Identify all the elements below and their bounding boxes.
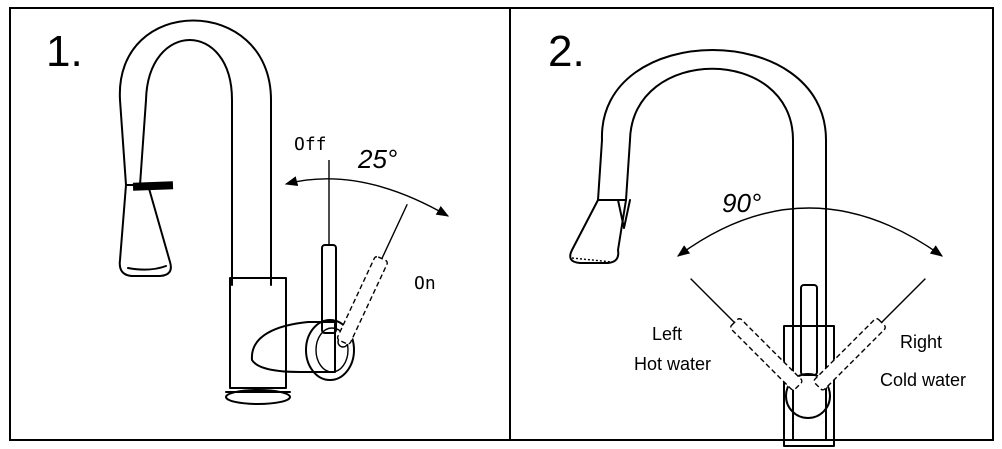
faucet-1-spout <box>118 19 272 286</box>
left-label: Left <box>652 324 682 344</box>
faucet-2-spout <box>569 49 827 441</box>
step-number-1: 1. <box>46 27 83 76</box>
faucet-1-handle-on <box>336 203 408 345</box>
step-number-2: 2. <box>548 27 585 76</box>
off-label: Off <box>294 134 327 155</box>
faucet-2-body <box>783 284 835 447</box>
cold-water-label: Cold water <box>880 370 966 390</box>
hot-water-label: Hot water <box>634 354 711 374</box>
faucet-2-handle-left <box>690 278 803 391</box>
right-label: Right <box>900 332 942 352</box>
panel-2: 2. 90° Left Hot wat <box>548 27 966 447</box>
panel-frame <box>9 7 994 441</box>
angle-25-label: 25° <box>357 144 397 174</box>
angle-90-label: 90° <box>722 188 761 218</box>
faucet-2-handle-right <box>813 278 926 391</box>
rotation-arc-90 <box>676 207 944 257</box>
rotation-arc-25 <box>284 176 450 217</box>
faucet-1-handle-off <box>321 160 337 334</box>
panel-1: 1. <box>46 19 450 405</box>
faucet-1-body <box>225 277 355 405</box>
on-label: On <box>414 273 436 294</box>
